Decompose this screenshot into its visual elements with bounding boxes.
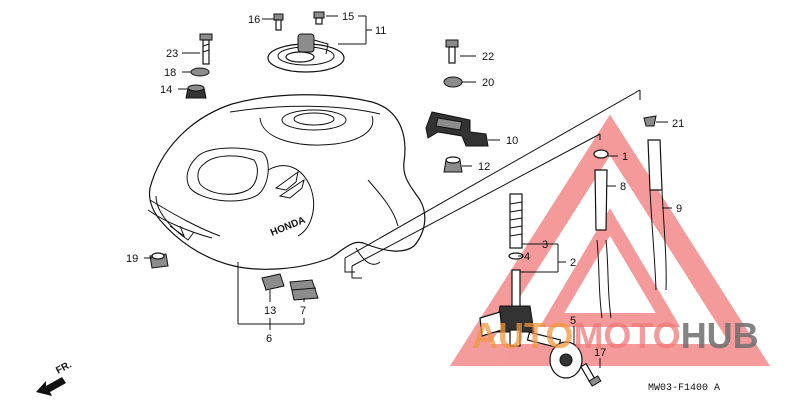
strainer-3	[509, 193, 523, 249]
callout-22: 22	[482, 51, 494, 63]
front-direction-arrow: FR.	[36, 359, 74, 396]
callout-11: 11	[375, 25, 386, 37]
watermark-triangle-outer	[449, 114, 771, 366]
callout-16: 16	[248, 14, 260, 26]
callout-4: 4	[524, 251, 530, 263]
bolt-23	[199, 33, 213, 65]
callout-19: 19	[126, 253, 138, 265]
callout-3: 3	[542, 239, 548, 251]
lever-5	[526, 331, 583, 379]
callout-2: 2	[570, 257, 576, 269]
watermark-text-moto: MOTO	[573, 315, 681, 356]
washer-18	[190, 67, 210, 77]
callout-9: 9	[676, 203, 682, 215]
callout-15: 15	[342, 11, 354, 23]
callout-12: 12	[478, 161, 490, 173]
callout-7: 7	[300, 305, 306, 317]
callout-21: 21	[672, 118, 684, 130]
screw-17	[580, 362, 602, 387]
bolt-15	[313, 11, 325, 25]
pad-13	[261, 273, 285, 291]
pad-7	[289, 279, 319, 301]
bracket-10	[425, 111, 489, 147]
leader-lines	[144, 15, 672, 368]
watermark-text: AUTOMOTOHUB	[472, 318, 759, 354]
clip-1	[593, 149, 609, 159]
callout-17: 17	[594, 347, 606, 359]
collar-12	[443, 156, 463, 173]
watermark-text-hub: HUB	[680, 315, 759, 356]
callout-5: 5	[570, 315, 576, 327]
callout-labels: 16 15 11 23 18 14 22 20 10 12 21 1 8 9 3…	[126, 11, 684, 359]
fuel-petcock	[479, 269, 535, 347]
clip-21	[643, 115, 657, 127]
washer-20	[443, 76, 463, 88]
hose-8	[594, 169, 612, 319]
grommet-14	[185, 84, 207, 99]
callout-14: 14	[160, 84, 172, 96]
drawing-code: MW03-F1400 A	[648, 383, 721, 394]
watermark-triangle-inner	[539, 208, 681, 327]
fuel-tank: HONDA	[147, 94, 426, 270]
bolt-16	[273, 13, 284, 31]
watermark-text-auto: AUTO	[472, 315, 574, 356]
callout-18: 18	[164, 67, 176, 79]
front-direction-label: FR.	[54, 359, 74, 376]
watermark-logo	[449, 114, 771, 366]
callout-8: 8	[620, 181, 626, 193]
fuel-cap-assembly	[267, 33, 345, 73]
callout-13: 13	[264, 305, 276, 317]
bolt-22	[445, 39, 459, 64]
callout-20: 20	[482, 77, 494, 89]
hose-9	[647, 139, 667, 291]
callout-1: 1	[622, 151, 628, 163]
callout-23: 23	[166, 48, 178, 60]
grommet-19	[149, 252, 169, 269]
callout-10: 10	[506, 135, 518, 147]
callout-6: 6	[266, 333, 272, 345]
